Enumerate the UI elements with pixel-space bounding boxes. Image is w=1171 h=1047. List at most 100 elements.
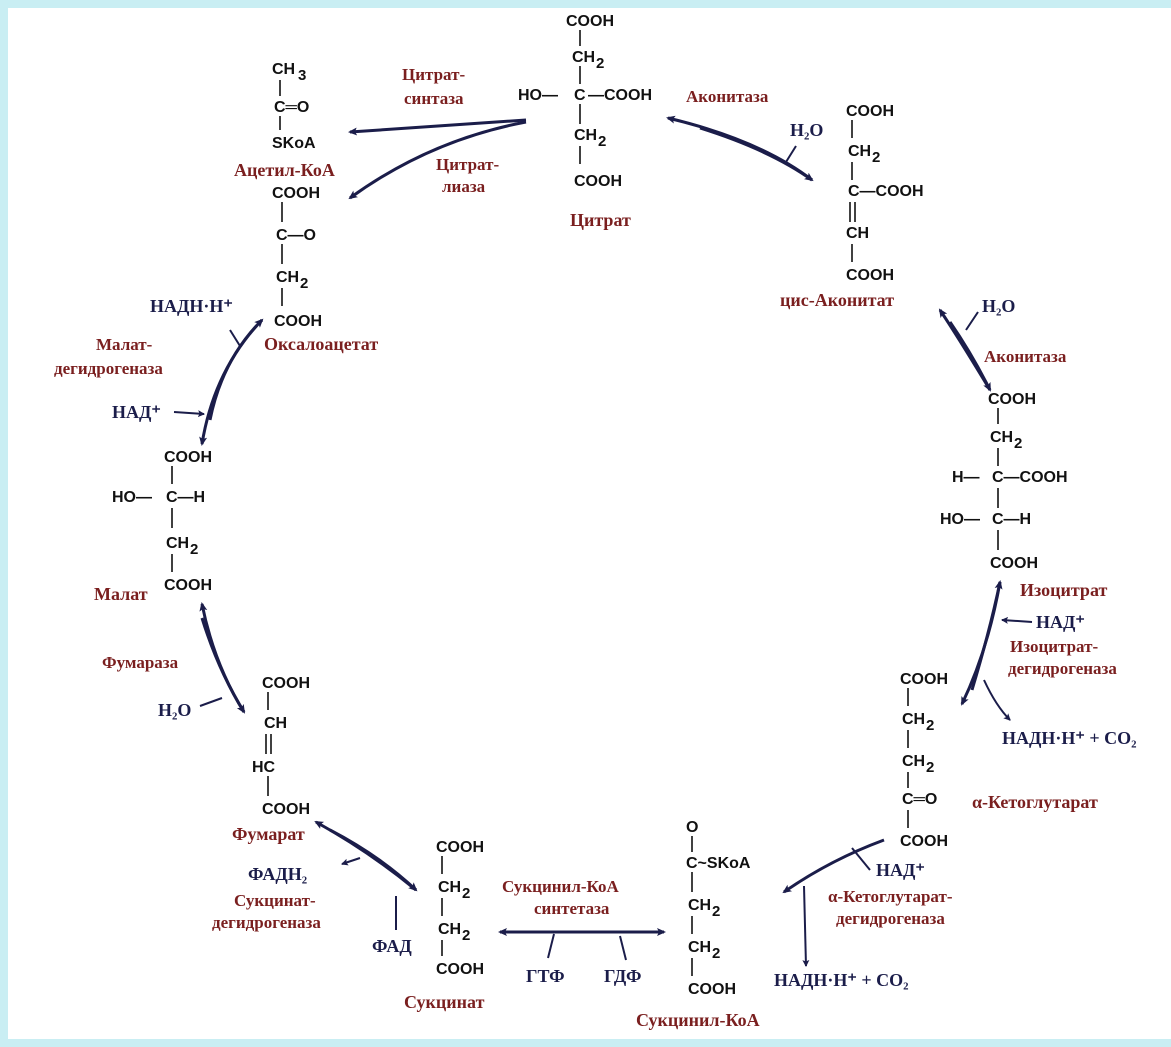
citrate-ho: HO— xyxy=(518,87,558,104)
nad-branch-3 xyxy=(173,410,205,418)
malate-c3: CH xyxy=(166,535,189,552)
arrow-malate-dh-down xyxy=(199,318,264,446)
nadh-branch-2 xyxy=(802,885,810,967)
malate-ho: HO— xyxy=(112,489,152,506)
citrate-c3: C xyxy=(574,87,586,104)
ketoglutarate-c3: CH xyxy=(902,753,925,770)
cis-aconitate-name: цис-Аконитат xyxy=(780,290,894,310)
arrow-isocitrate-dh-down xyxy=(960,581,1002,706)
succinyl-synthetase-label-2: синтетаза xyxy=(534,899,610,918)
malate-name: Малат xyxy=(94,584,148,604)
svg-text:2: 2 xyxy=(190,541,198,558)
nadh-co2-label-2: НАДН·Н⁺ + CO₂ xyxy=(774,970,909,990)
svg-text:2: 2 xyxy=(300,275,308,292)
succinyl-coa-structure: O C~SKoA CH 2 CH 2 COOH Сукцинил-КоА xyxy=(636,819,760,1030)
nad-branch-1 xyxy=(1001,616,1033,624)
nadh-label-3: НАДН·Н⁺ xyxy=(150,296,233,316)
succinyl-c3: CH xyxy=(688,939,711,956)
isocitrate-c2: CH xyxy=(990,429,1013,446)
isocitrate-c5: COOH xyxy=(990,555,1038,572)
aconitase-label-2: Аконитаза xyxy=(984,347,1067,366)
nadh-branch-3 xyxy=(229,329,241,347)
isocitrate-c4: C—H xyxy=(992,511,1031,528)
cis-aconitate-c1: COOH xyxy=(846,103,894,120)
acetyl-coa-structure: CH 3 C═O SKoA Ацетил-КоА xyxy=(234,61,335,180)
nad-label-2: НАД⁺ xyxy=(876,860,925,880)
arrow-citrate-lyase xyxy=(348,120,527,200)
isocitrate-c1: COOH xyxy=(988,391,1036,408)
reaction-arrows xyxy=(173,115,1033,967)
succinate-c3: CH xyxy=(438,921,461,938)
fumarate-c2: CH xyxy=(264,715,287,732)
acetyl-co: C═O xyxy=(274,99,309,116)
nadh-branch-1 xyxy=(983,679,1011,721)
oxaloacetate-c1: COOH xyxy=(272,185,320,202)
acetyl-coa-name: Ацетил-КоА xyxy=(234,160,335,180)
malate-dh-label-1: Малат- xyxy=(96,335,153,354)
nad-branch-2 xyxy=(851,847,871,871)
isocitrate-h: H— xyxy=(952,469,980,486)
tca-cycle-diagram xyxy=(8,8,1171,1039)
aconitase-label-1: Аконитаза xyxy=(686,87,769,106)
nad-label-3: НАД⁺ xyxy=(112,402,161,422)
succinate-dh-label-1: Сукцинат- xyxy=(234,891,316,910)
svg-text:2: 2 xyxy=(596,55,604,72)
svg-text:2: 2 xyxy=(462,885,470,902)
fad-label: ФАД xyxy=(372,936,412,956)
succinate-c1: COOH xyxy=(436,839,484,856)
succinyl-c4: COOH xyxy=(688,981,736,998)
h2o-label-2: H₂O xyxy=(982,296,1015,316)
ketoglutarate-c5: COOH xyxy=(900,833,948,850)
svg-text:3: 3 xyxy=(298,67,306,84)
cis-aconitate-c2: CH xyxy=(848,143,871,160)
gtf-branch xyxy=(547,933,555,959)
ketoglutarate-structure: COOH CH 2 CH 2 C═O COOH α-Кетоглутарат xyxy=(900,671,1098,850)
fumarate-c4: COOH xyxy=(262,801,310,818)
svg-text:2: 2 xyxy=(926,759,934,776)
malate-structure: COOH HO— C—H CH 2 COOH Малат xyxy=(94,449,212,604)
gdf-branch xyxy=(619,935,627,961)
citrate-synthase-label-2: синтаза xyxy=(404,89,464,108)
fadh2-branch xyxy=(341,857,361,866)
oxaloacetate-c2: C—O xyxy=(276,227,316,244)
ketoglutarate-name: α-Кетоглутарат xyxy=(972,792,1098,812)
acetyl-ch3: CH xyxy=(272,61,295,78)
arrow-akg-dh xyxy=(782,838,885,894)
fumarate-structure: COOH CH HC COOH Фумарат xyxy=(232,675,310,844)
nadh-co2-label-1: НАДН·Н⁺ + CO₂ xyxy=(1002,728,1137,748)
ketoglutarate-c1: COOH xyxy=(900,671,948,688)
citrate-lyase-label-1: Цитрат- xyxy=(436,155,499,174)
arrow-fumarase-down xyxy=(200,617,246,714)
cis-aconitate-c5: COOH xyxy=(846,267,894,284)
citrate-c5: CH xyxy=(574,127,597,144)
svg-text:2: 2 xyxy=(462,927,470,944)
svg-text:2: 2 xyxy=(598,133,606,150)
succinate-c4: COOH xyxy=(436,961,484,978)
oxaloacetate-name: Оксалоацетат xyxy=(264,334,378,354)
oxaloacetate-c3: CH xyxy=(276,269,299,286)
isocitrate-c3: C—COOH xyxy=(992,469,1068,486)
fadh2-label: ФАДН₂ xyxy=(248,864,307,884)
malate-c2: C—H xyxy=(166,489,205,506)
succinate-name: Сукцинат xyxy=(404,992,485,1012)
isocitrate-name: Изоцитрат xyxy=(1020,580,1107,600)
citrate-c4: —COOH xyxy=(588,87,652,104)
succinate-structure: COOH CH 2 CH 2 COOH Сукцинат xyxy=(404,839,485,1012)
h2o-branch-3 xyxy=(199,697,223,707)
svg-text:2: 2 xyxy=(712,945,720,962)
arrow-succinate-dh-forward xyxy=(329,828,418,892)
arrow-citrate-synthase xyxy=(348,118,527,136)
cis-aconitate-c3: C—COOH xyxy=(848,183,924,200)
isocitrate-dh-label-1: Изоцитрат- xyxy=(1010,637,1098,656)
malate-dh-label-2: дегидрогеназа xyxy=(54,359,163,378)
h2o-label-3: H₂O xyxy=(158,700,191,720)
isocitrate-dh-label-2: дегидрогеназа xyxy=(1008,659,1117,678)
svg-text:2: 2 xyxy=(926,717,934,734)
malate-c1: COOH xyxy=(164,449,212,466)
fumarase-label: Фумараза xyxy=(102,653,179,672)
succinate-dh-label-2: дегидрогеназа xyxy=(212,913,321,932)
succinyl-coa-name: Сукцинил-КоА xyxy=(636,1010,760,1030)
succinyl-synthetase-label-1: Сукцинил-КоА xyxy=(502,877,620,896)
fumarate-c3: HC xyxy=(252,759,276,776)
